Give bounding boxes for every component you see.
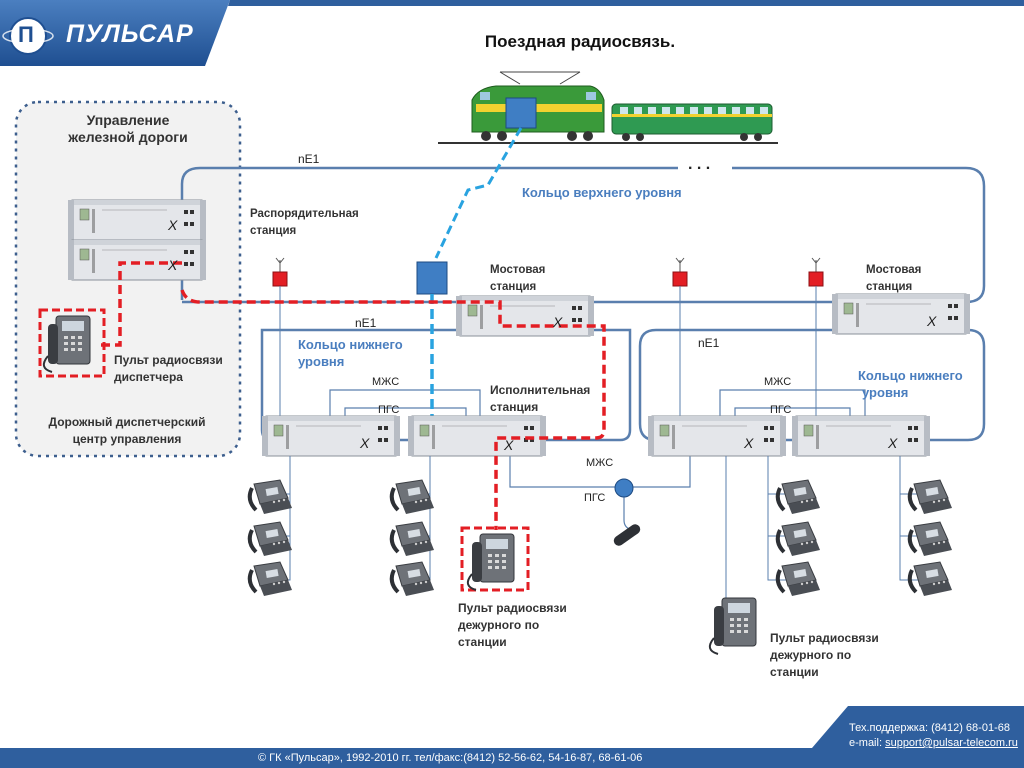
email-label: e-mail: [849,737,883,749]
antenna-icon [272,257,288,287]
pgs-hub-icon [614,478,634,498]
x-marker: X [888,435,898,451]
phone-icon [775,520,822,558]
red-route [100,261,606,530]
logo-letter: П [18,22,34,47]
rack-exec-station [407,415,547,457]
console-phone-icon [708,597,757,655]
dispatcher-console-label: Пульт радиосвязи диспетчера [114,353,223,384]
mzhs-mid-label: МЖС [586,457,614,469]
console-phone-icon [42,315,91,373]
pgs-right-label: ПГС [770,404,792,416]
rack-bridge-2 [831,293,971,335]
ne1-left-label: nE1 [355,316,377,330]
phone-icon [389,560,436,598]
bridge-station-label-2: Мостовая станция [866,264,922,293]
upper-ring-label: Кольцо верхнего уровня [522,185,682,200]
mzhs-right-label: МЖС [764,376,792,388]
brand-name: ПУЛЬСАР [66,20,194,48]
radio-module-icon [416,261,448,295]
x-marker: X [553,314,563,330]
support-phone: Тех.поддержка: (8412) 68-01-68 [849,722,1010,734]
mzhs-left-label: МЖС [372,376,400,388]
x-marker: X [168,217,178,233]
rack-railway-2 [67,239,207,281]
x-marker: X [744,435,754,451]
handset-icon [613,524,641,546]
phone-icon [389,478,436,516]
phone-icon [907,560,954,598]
copyright: © ГК «Пульсар», 1992-2010 гг. тел/факс:(… [258,752,643,764]
console-phone-icon [466,533,515,591]
ring-dots: . . . [688,156,711,173]
dispatch-station-label: Распорядительная станция [250,208,359,237]
footer-bar [0,748,1024,768]
bridge-station-label: Мостовая станция [490,264,546,293]
railway-mgmt-label: Управление железной дороги [68,112,188,145]
pgs-mid-label: ПГС [584,492,606,504]
x-marker: X [168,257,178,273]
rack-ring-right-1 [647,415,787,457]
duty-console-label-2: Пульт радиосвязи дежурного по станции [770,631,879,679]
x-marker: X [360,435,370,451]
lower-ring-left-label: Кольцо нижнего уровня [298,337,403,369]
phone-icon [775,478,822,516]
exec-station-label: Исполнительная станция [490,383,591,414]
support-email-link[interactable]: support@pulsar-telecom.ru [885,737,1018,749]
phone-icon [247,560,294,598]
antenna-icon [808,257,824,287]
phone-icon [247,478,294,516]
phone-icon [907,520,954,558]
upper-ring [180,166,986,304]
train-icon [438,71,778,144]
rack-ring-left-1 [261,415,401,457]
ne1-top-label: nE1 [298,152,320,166]
duty-console-label-1: Пульт радиосвязи дежурного по станции [458,601,567,649]
lower-ring-right-label: Кольцо нижнего уровня [858,368,963,400]
page-title: Поездная радиосвязь. [484,32,676,51]
support-email-row: e-mail: support@pulsar-telecom.ru [849,737,1018,749]
phone-icon [389,520,436,558]
road-center-label: Дорожный диспетчерский центр управления [48,415,206,446]
phone-icon [907,478,954,516]
phone-icon [247,520,294,558]
pgs-left-label: ПГС [378,404,400,416]
rack-ring-right-2 [791,415,931,457]
duty-console-box [460,526,530,592]
x-marker: X [927,313,937,329]
footer-tab [812,706,1024,748]
lower-ring-right [638,328,986,442]
x-marker: X [504,437,514,453]
ne1-right-label: nE1 [698,336,720,350]
antenna-icon [672,257,688,287]
phone-icon [775,560,822,598]
dispatcher-console-box [38,308,106,378]
rack-railway-1 [67,199,207,241]
header-banner [0,0,1024,66]
